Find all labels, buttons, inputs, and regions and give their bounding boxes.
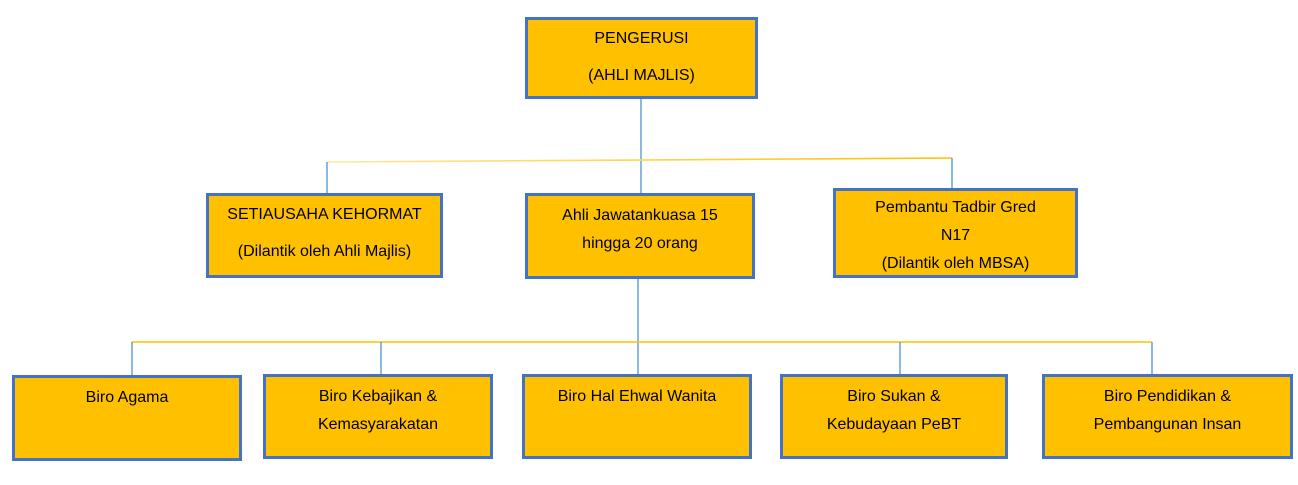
- org-node-biro-hal-ehwal-wanita: Biro Hal Ehwal Wanita: [522, 374, 752, 459]
- org-node-pembantu-tadbir: Pembantu Tadbir Gred N17 (Dilantik oleh …: [833, 188, 1078, 278]
- org-node-label: (Dilantik oleh MBSA): [881, 255, 1030, 272]
- org-node-label: Pembantu Tadbir Gred: [875, 199, 1036, 216]
- org-node-label: PENGERUSI: [594, 30, 689, 47]
- org-node-label: Kebudayaan PeBT: [826, 416, 962, 433]
- org-node-biro-kebajikan: Biro Kebajikan & Kemasyarakatan: [263, 374, 493, 459]
- org-node-label: N17: [940, 227, 971, 244]
- org-node-pengerusi: PENGERUSI (AHLI MAJLIS): [525, 17, 758, 99]
- org-node-ahli-jawatankuasa: Ahli Jawatankuasa 15 hingga 20 orang: [525, 193, 755, 279]
- org-node-biro-pendidikan: Biro Pendidikan & Pembangunan Insan: [1042, 374, 1293, 459]
- org-node-label: SETIAUSAHA KEHORMAT: [227, 206, 422, 223]
- org-node-label: hingga 20 orang: [582, 235, 698, 252]
- org-node-label: (Dilantik oleh Ahli Majlis): [237, 243, 412, 260]
- org-node-label: Pembangunan Insan: [1093, 416, 1242, 433]
- org-node-label: Biro Sukan &: [847, 388, 941, 405]
- org-node-label: Ahli Jawatankuasa 15: [562, 207, 718, 224]
- org-node-label: Biro Hal Ehwal Wanita: [557, 388, 717, 405]
- org-node-setiausaha-kehormat: SETIAUSAHA KEHORMAT (Dilantik oleh Ahli …: [206, 193, 443, 278]
- org-node-biro-sukan: Biro Sukan & Kebudayaan PeBT: [780, 374, 1008, 459]
- org-node-label: Biro Pendidikan &: [1103, 388, 1232, 405]
- org-node-label: Biro Kebajikan &: [318, 388, 438, 405]
- org-node-biro-agama: Biro Agama: [12, 375, 242, 461]
- org-node-label: Biro Agama: [85, 389, 169, 406]
- org-node-label: (AHLI MAJLIS): [588, 67, 695, 84]
- connector-level2-horizontal: [326, 157, 953, 163]
- org-node-label: Kemasyarakatan: [317, 416, 439, 433]
